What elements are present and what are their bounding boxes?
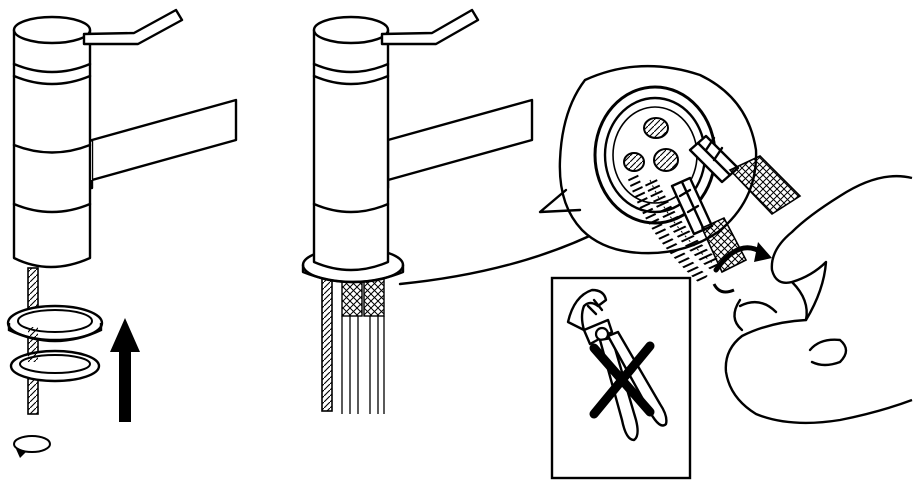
hose-braid-right — [363, 277, 385, 317]
body-ring-3 — [12, 143, 92, 154]
up-arrow — [110, 318, 140, 422]
hose-braid-left — [341, 277, 363, 317]
magnifier-pointer — [538, 188, 582, 214]
rotate-ccw-icon — [13, 435, 51, 458]
washer-upper — [6, 304, 104, 343]
hand — [724, 174, 913, 425]
faucet-body-left — [12, 28, 92, 269]
coil-hose-2 — [626, 172, 708, 285]
washer-lower — [9, 349, 101, 383]
hand-thumbnail — [808, 338, 848, 367]
magnified-detail — [538, 64, 913, 425]
threaded-rod-left — [27, 267, 39, 415]
hose-pipes — [341, 316, 385, 414]
lever-handle-right — [380, 8, 480, 46]
body-ring-4 — [12, 202, 92, 214]
body-ring-7 — [312, 202, 390, 214]
callout-leader — [398, 226, 608, 286]
hole-top — [643, 117, 669, 139]
faucet-body-right — [312, 28, 390, 272]
threaded-rod-right — [321, 267, 333, 412]
faucet-left — [6, 8, 238, 458]
hand-knuckle — [738, 300, 778, 314]
body-ring-1 — [12, 62, 92, 74]
body-ring-5 — [312, 62, 390, 74]
body-ring-6 — [312, 74, 390, 86]
lever-handle-left — [82, 8, 184, 46]
hole-center — [653, 148, 679, 172]
rotate-cw-icon — [712, 242, 772, 294]
hand-finger-2 — [790, 280, 808, 322]
cross-mark — [589, 341, 655, 419]
spout-right — [386, 98, 534, 182]
no-pliers-warning — [550, 276, 692, 480]
hand-finger-1 — [733, 298, 744, 332]
body-ring-2 — [12, 74, 92, 86]
faucet-top-right — [312, 15, 390, 45]
faucet-right — [301, 8, 534, 414]
base-ring-edge — [301, 263, 405, 284]
hose-connector-lower — [670, 176, 748, 274]
faucet-top-left — [12, 15, 92, 45]
hole-left — [623, 152, 645, 172]
spout-left — [90, 98, 238, 182]
hose-connector-upper — [688, 134, 802, 216]
